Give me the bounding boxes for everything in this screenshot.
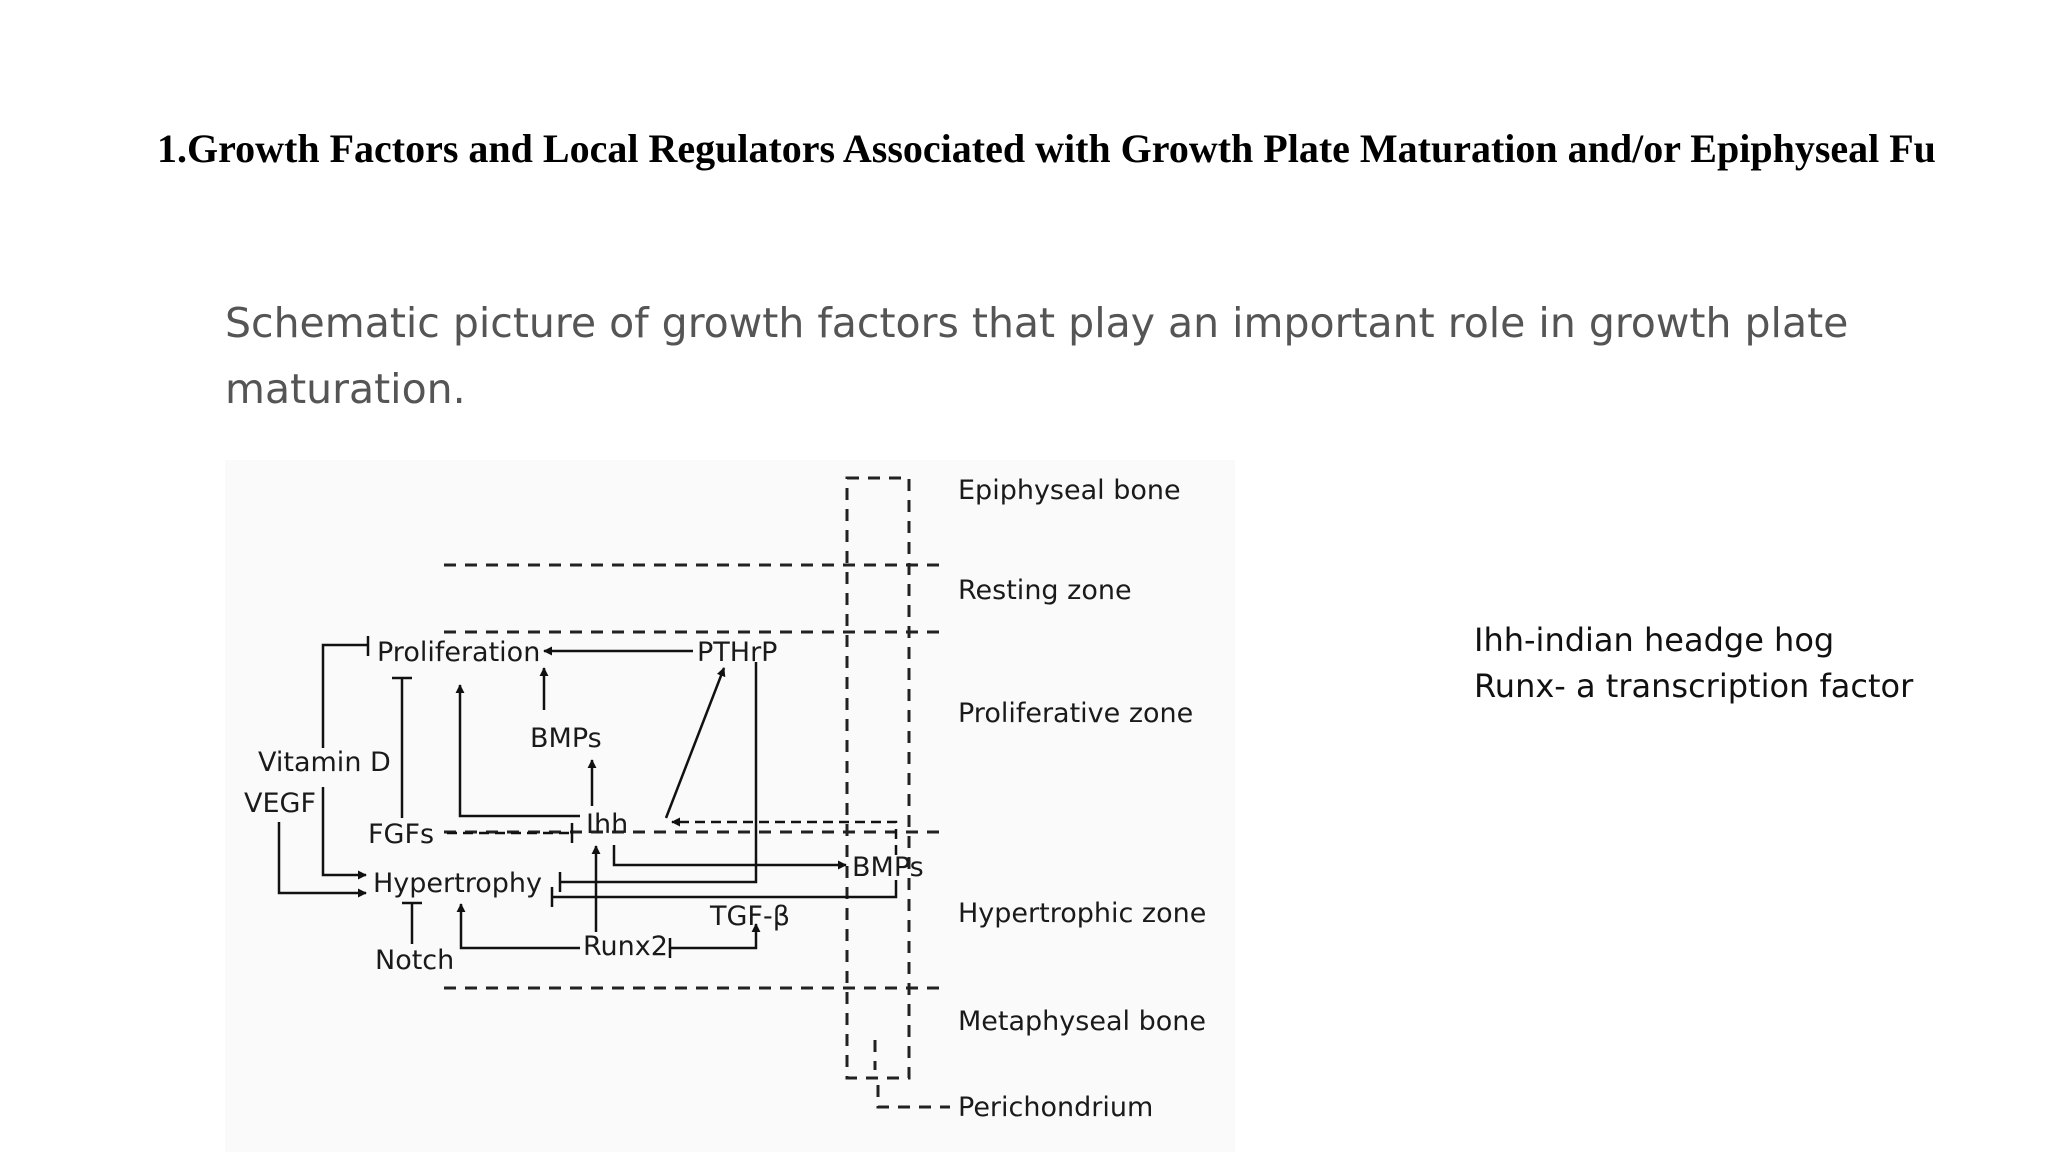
- page-title: 1.Growth Factors and Local Regulators As…: [157, 126, 1936, 171]
- figure-caption: Schematic picture of growth factors that…: [225, 290, 1925, 422]
- zone-label-metaphyseal-bone: Metaphyseal bone: [958, 1006, 1206, 1037]
- zone-label-epiphyseal-bone: Epiphyseal bone: [958, 475, 1181, 506]
- caption-line-2: maturation.: [225, 365, 466, 413]
- node-runx2: Runx2: [583, 931, 668, 962]
- note-runx: Runx- a transcription factor: [1474, 667, 1914, 705]
- zone-boundaries: [444, 563, 948, 990]
- arrow-runx2-hypertrophy: [456, 903, 580, 950]
- node-proliferation: Proliferation: [377, 637, 540, 668]
- arrow-perichondrium-ihh: [671, 817, 898, 855]
- node-vegf: VEGF: [244, 788, 316, 819]
- node-vitamin-d: Vitamin D: [258, 747, 391, 778]
- zone-label-resting-zone: Resting zone: [958, 575, 1132, 606]
- node-pthrp: PTHrP: [697, 637, 777, 668]
- node-fgfs: FGFs: [368, 819, 434, 850]
- node-bmps-upper: BMPs: [530, 723, 602, 754]
- diagram-connections: [277, 636, 898, 958]
- arrow-ihh-pthrp: [664, 667, 726, 819]
- diagram-panel: [225, 460, 1235, 1152]
- arrow-ihh-proliferation: [455, 684, 580, 818]
- zone-label-proliferative-zone: Proliferative zone: [958, 698, 1193, 729]
- arrow-vegf-hypertrophy: [277, 822, 367, 898]
- zone-label-perichondrium: Perichondrium: [958, 1092, 1153, 1123]
- node-ihh: Ihh: [586, 809, 628, 840]
- perichondrium-column: [845, 476, 950, 1109]
- arrow-ihh-bmps-lower: [612, 845, 847, 870]
- node-tgf-beta: TGF-β: [709, 901, 790, 932]
- caption-line-1: Schematic picture of growth factors that…: [225, 299, 1849, 347]
- inhibit-pthrp-hypertrophy: [560, 662, 758, 884]
- inhibit-bmps-hypertrophy: [552, 880, 898, 899]
- arrow-tgfbeta-runx2: [670, 923, 761, 950]
- inhibit-vitamind-proliferation: [321, 643, 368, 748]
- abbreviation-notes: Ihh-indian headge hog Runx- a transcript…: [1474, 617, 1913, 709]
- node-hypertrophy: Hypertrophy: [373, 868, 542, 899]
- note-ihh: Ihh-indian headge hog: [1474, 621, 1835, 659]
- node-bmps-lower: BMPs: [852, 852, 924, 883]
- zone-label-hypertrophic-zone: Hypertrophic zone: [958, 898, 1206, 929]
- node-notch: Notch: [375, 945, 454, 976]
- arrow-vitamind-hypertrophy: [321, 787, 367, 880]
